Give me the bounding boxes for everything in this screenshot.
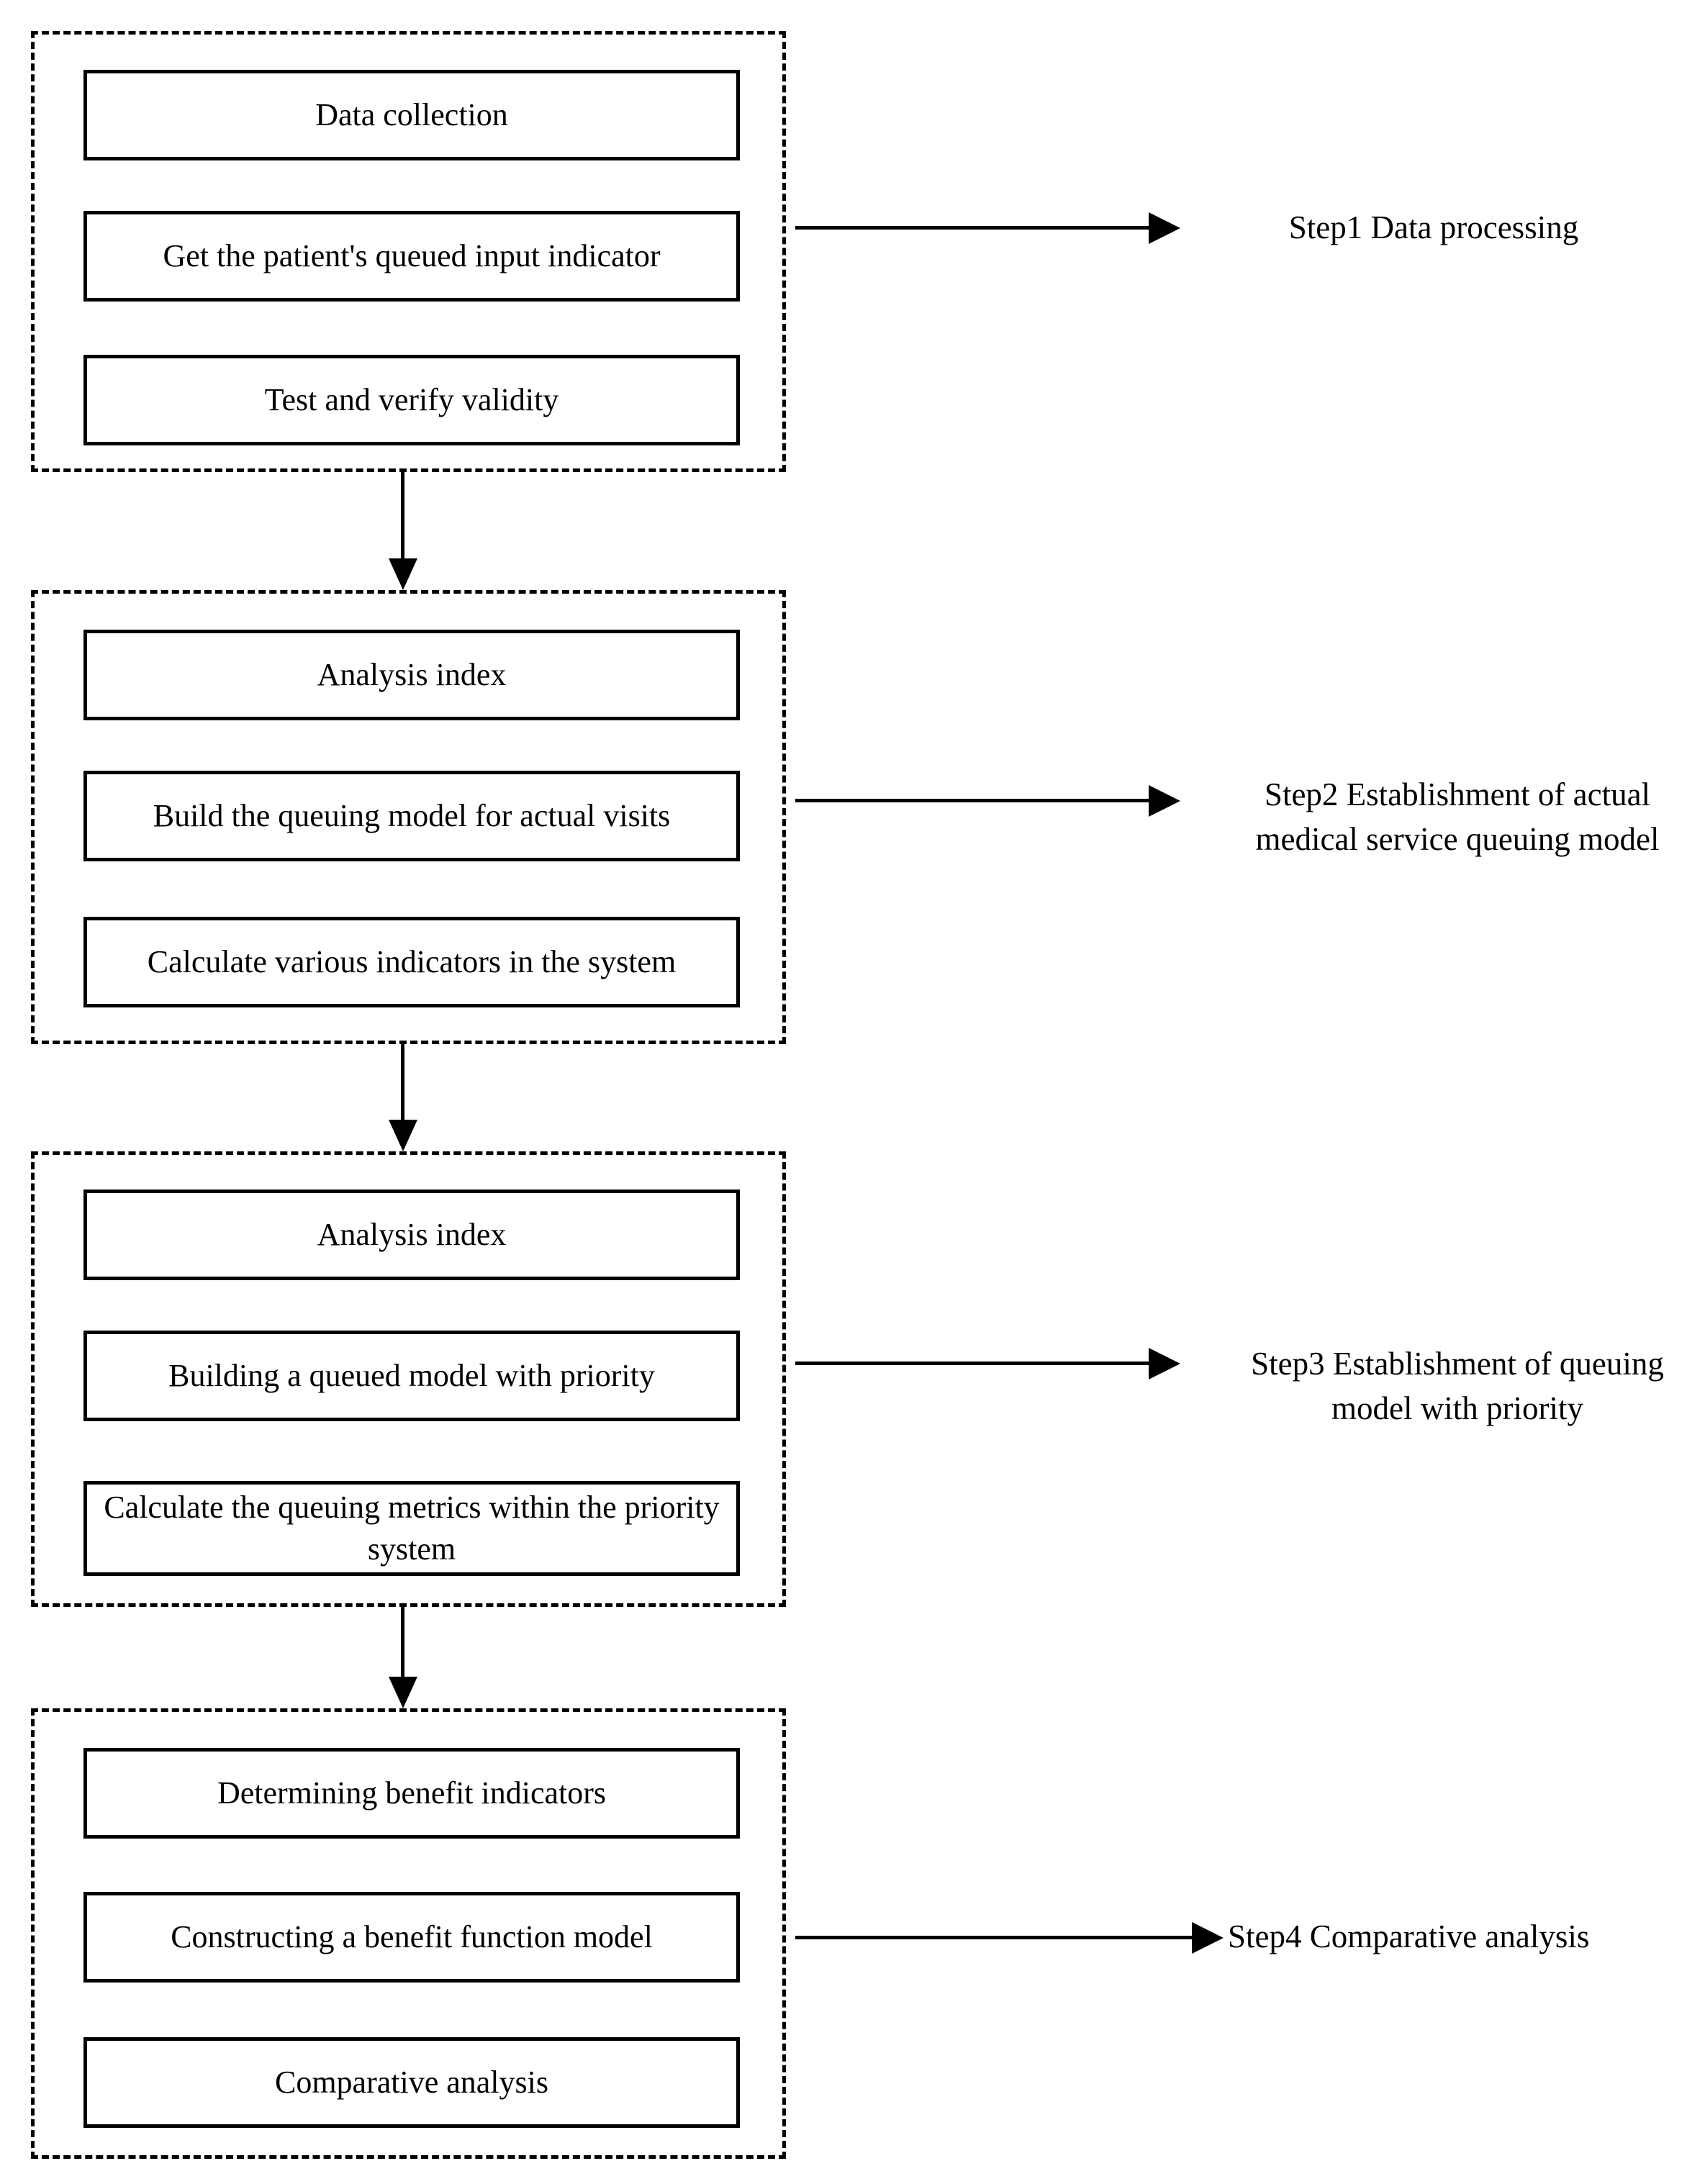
step-label-line: medical service queuing model [1255, 821, 1660, 857]
arrow-right-icon [795, 1361, 1149, 1365]
phase-group-2: Analysis index Build the queuing model f… [31, 590, 786, 1044]
arrow-down-icon [401, 1607, 404, 1677]
process-box: Analysis index [83, 1190, 740, 1280]
step-label-line: Step4 Comparative analysis [1228, 1918, 1590, 1954]
step-label-line: Step1 Data processing [1288, 209, 1579, 245]
process-box: Build the queuing model for actual visit… [83, 771, 740, 861]
process-box: Determining benefit indicators [83, 1748, 740, 1839]
step2-label: Step2 Establishment of actual medical se… [1216, 772, 1699, 861]
process-box: Data collection [83, 70, 740, 160]
step-label-line: model with priority [1331, 1390, 1583, 1426]
process-box: Constructing a benefit function model [83, 1892, 740, 1983]
step-label-line: Step3 Establishment of queuing [1251, 1346, 1664, 1382]
arrow-right-icon [795, 226, 1149, 230]
step3-label: Step3 Establishment of queuing model wit… [1216, 1341, 1699, 1431]
process-box: Calculate the queuing metrics within the… [83, 1481, 740, 1576]
arrow-right-icon [795, 1936, 1192, 1939]
arrow-right-icon [795, 799, 1149, 802]
arrow-down-icon [401, 472, 404, 558]
process-box: Get the patient's queued input indicator [83, 211, 740, 302]
process-box: Test and verify validity [83, 355, 740, 445]
process-box: Analysis index [83, 630, 740, 720]
phase-group-4: Determining benefit indicators Construct… [31, 1708, 786, 2159]
process-box: Building a queued model with priority [83, 1331, 740, 1421]
step1-label: Step1 Data processing [1218, 205, 1650, 250]
step4-label: Step4 Comparative analysis [1228, 1914, 1703, 1959]
process-box: Comparative analysis [83, 2037, 740, 2128]
phase-group-1: Data collection Get the patient's queued… [31, 31, 786, 472]
phase-group-3: Analysis index Building a queued model w… [31, 1151, 786, 1607]
step-label-line: Step2 Establishment of actual [1264, 776, 1651, 812]
process-box: Calculate various indicators in the syst… [83, 917, 740, 1007]
arrow-down-icon [401, 1044, 404, 1120]
